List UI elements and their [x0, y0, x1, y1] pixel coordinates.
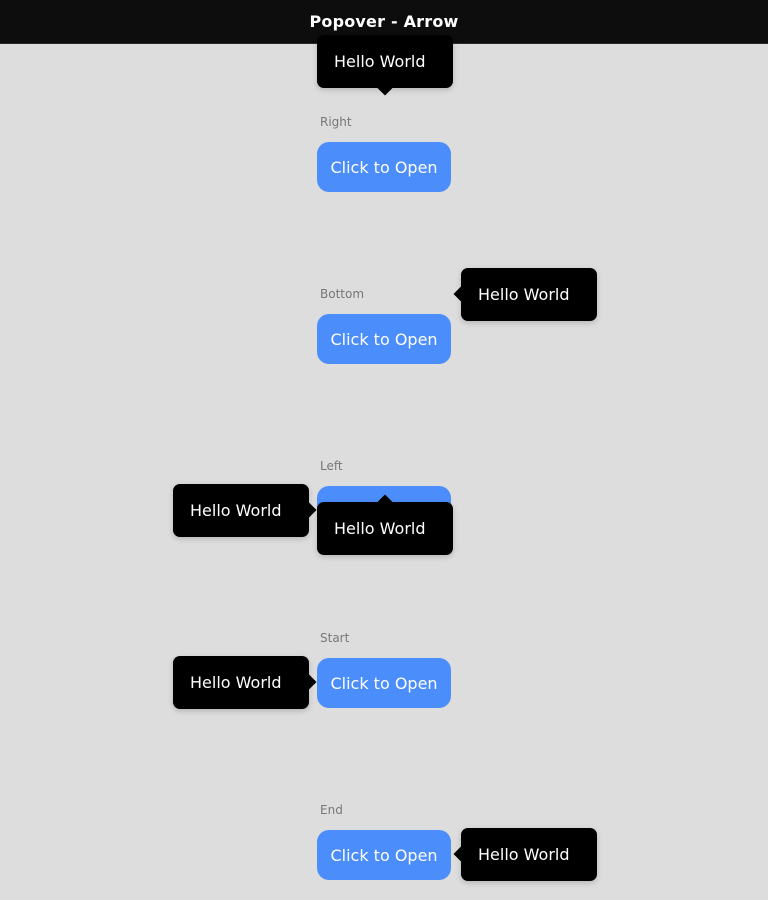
popover-bottom: Hello World	[453, 268, 597, 321]
popover-text: Hello World	[190, 501, 282, 520]
section-label-bottom: Bottom	[320, 287, 365, 301]
section-label-end: End	[320, 803, 343, 817]
open-button-start[interactable]: Click to Open	[317, 658, 451, 708]
popover-text: Hello World	[334, 52, 426, 71]
popover-left: Hello World	[173, 484, 317, 537]
open-button-end[interactable]: Click to Open	[317, 830, 451, 880]
section-label-start: Start	[320, 631, 350, 645]
open-button-right[interactable]: Click to Open	[317, 142, 451, 192]
popover-start: Hello World	[173, 656, 317, 709]
popover-arrow-right-icon	[299, 501, 317, 519]
popover-text: Hello World	[478, 285, 570, 304]
popover-text: Hello World	[478, 845, 570, 864]
popover-text: Hello World	[334, 519, 426, 538]
popover-text: Hello World	[190, 673, 282, 692]
open-button-bottom[interactable]: Click to Open	[317, 314, 451, 364]
popover-end: Hello World	[453, 828, 597, 881]
popover-right: Hello World	[317, 35, 453, 96]
popover-arrow-left-icon	[453, 845, 471, 863]
section-label-right: Right	[320, 115, 352, 129]
popover-arrow-left-icon	[453, 285, 471, 303]
popover-arrow-right-icon	[299, 673, 317, 691]
page-title: Popover - Arrow	[309, 12, 459, 31]
section-label-left: Left	[320, 459, 343, 473]
popover-arrow-down-icon	[376, 78, 394, 96]
popover-left-below: Hello World	[317, 494, 453, 555]
